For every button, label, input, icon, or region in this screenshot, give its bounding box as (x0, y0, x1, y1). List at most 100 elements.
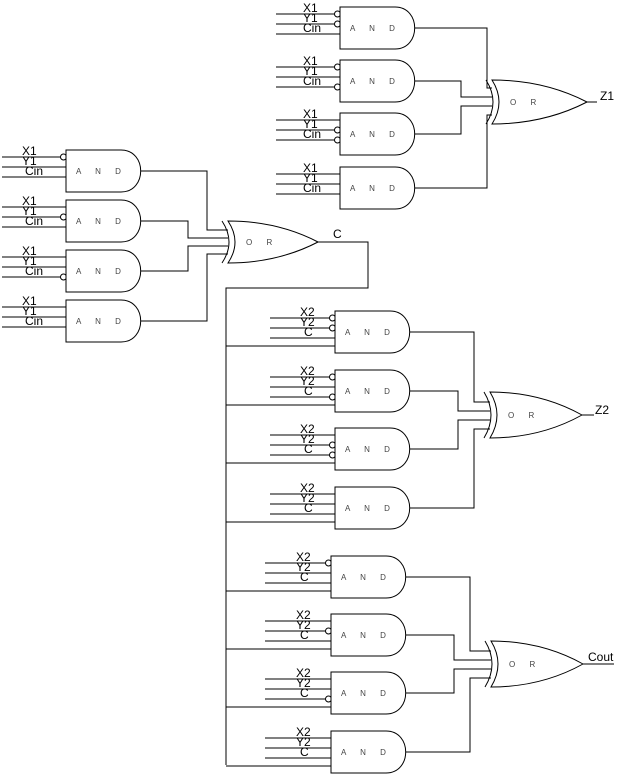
input-label: Cin (303, 21, 321, 35)
and-gate-label: A N D (345, 387, 396, 396)
input-label: X2 (296, 550, 311, 564)
connection-wire (405, 634, 491, 661)
or-gate-body (489, 391, 584, 439)
and-gate: A N D (334, 486, 411, 530)
input-label: Y1 (303, 171, 318, 185)
or-gate-label: O R (510, 98, 542, 107)
connection-wire (409, 331, 490, 403)
connection-wire (414, 105, 492, 135)
input-label: Cin (303, 181, 321, 195)
input-label: Cin (25, 314, 43, 328)
and-gate-body (334, 427, 411, 471)
output-label-z1: Z1 (600, 89, 614, 103)
input-label: C (300, 628, 309, 642)
input-label: X1 (22, 244, 37, 258)
connection-wire (414, 80, 492, 98)
and-gate-label: A N D (341, 573, 392, 582)
and-gate-label: A N D (345, 445, 396, 454)
input-label: Y2 (296, 676, 311, 690)
and-gate-body (330, 555, 407, 599)
or-gate-back-curve (484, 640, 493, 688)
input-label: X1 (303, 1, 318, 15)
and-gate-body (330, 613, 407, 657)
and-gate-body (339, 166, 416, 210)
and-gate-label: A N D (345, 504, 396, 513)
input-label: Cin (303, 127, 321, 141)
or-gate-back-curve (483, 391, 492, 439)
output-label-z2: Z2 (595, 403, 609, 417)
and-gate-body (330, 671, 407, 715)
and-gate-label: A N D (76, 267, 127, 276)
or-gate-back-curve (221, 220, 230, 264)
and-gate: A N D (65, 249, 142, 293)
and-gate-body (65, 249, 142, 293)
and-gate-body (65, 299, 142, 343)
and-gate-label: A N D (341, 631, 392, 640)
and-gate-label: A N D (345, 328, 396, 337)
input-label: Y1 (303, 64, 318, 78)
and-gate: A N D (65, 299, 142, 343)
and-gate-label: A N D (350, 24, 401, 33)
input-label: X1 (22, 194, 37, 208)
input-label: X2 (296, 608, 311, 622)
connection-wire (405, 668, 491, 694)
input-label: Cin (25, 214, 43, 228)
or-gate-body (490, 640, 585, 688)
input-label: Y2 (300, 374, 315, 388)
connection-wire (405, 677, 491, 753)
and-gate-body (65, 149, 142, 193)
input-label: Y1 (303, 117, 318, 131)
and-gate-label: A N D (341, 689, 392, 698)
connection-wire (414, 27, 492, 89)
and-gate: A N D (65, 199, 142, 243)
or-gate-back-curve (485, 79, 494, 125)
input-label: X1 (303, 161, 318, 175)
and-gate-label: A N D (350, 77, 401, 86)
c-feed-wire (225, 241, 369, 765)
input-label: X2 (296, 725, 311, 739)
and-gate: A N D (330, 671, 407, 715)
and-gate: A N D (330, 730, 407, 774)
input-label: Y1 (22, 254, 37, 268)
or-gate-label: O R (508, 411, 540, 420)
and-gate-body (334, 486, 411, 530)
connection-wire (409, 419, 490, 450)
connection-wire (414, 114, 492, 189)
connection-wire (405, 576, 491, 652)
input-label: C (300, 686, 309, 700)
input-label: Y2 (296, 618, 311, 632)
and-gate-label: A N D (341, 748, 392, 757)
input-label: Y1 (303, 11, 318, 25)
input-label: C (304, 384, 313, 398)
input-label: Cin (25, 164, 43, 178)
and-gate: A N D (334, 427, 411, 471)
input-label: Y2 (300, 315, 315, 329)
and-gate-body (339, 59, 416, 103)
connection-wire (409, 428, 490, 509)
input-label: Y2 (300, 432, 315, 446)
and-gate-label: A N D (76, 167, 127, 176)
and-gate: A N D (339, 166, 416, 210)
and-gate: A N D (65, 149, 142, 193)
and-gate-label: A N D (76, 317, 127, 326)
and-gate: A N D (339, 59, 416, 103)
connection-wire (409, 390, 490, 412)
and-gate-body (334, 369, 411, 413)
input-label: Y1 (22, 204, 37, 218)
or-gate-label: O R (509, 660, 541, 669)
and-gate: A N D (339, 6, 416, 50)
and-gate: A N D (339, 112, 416, 156)
